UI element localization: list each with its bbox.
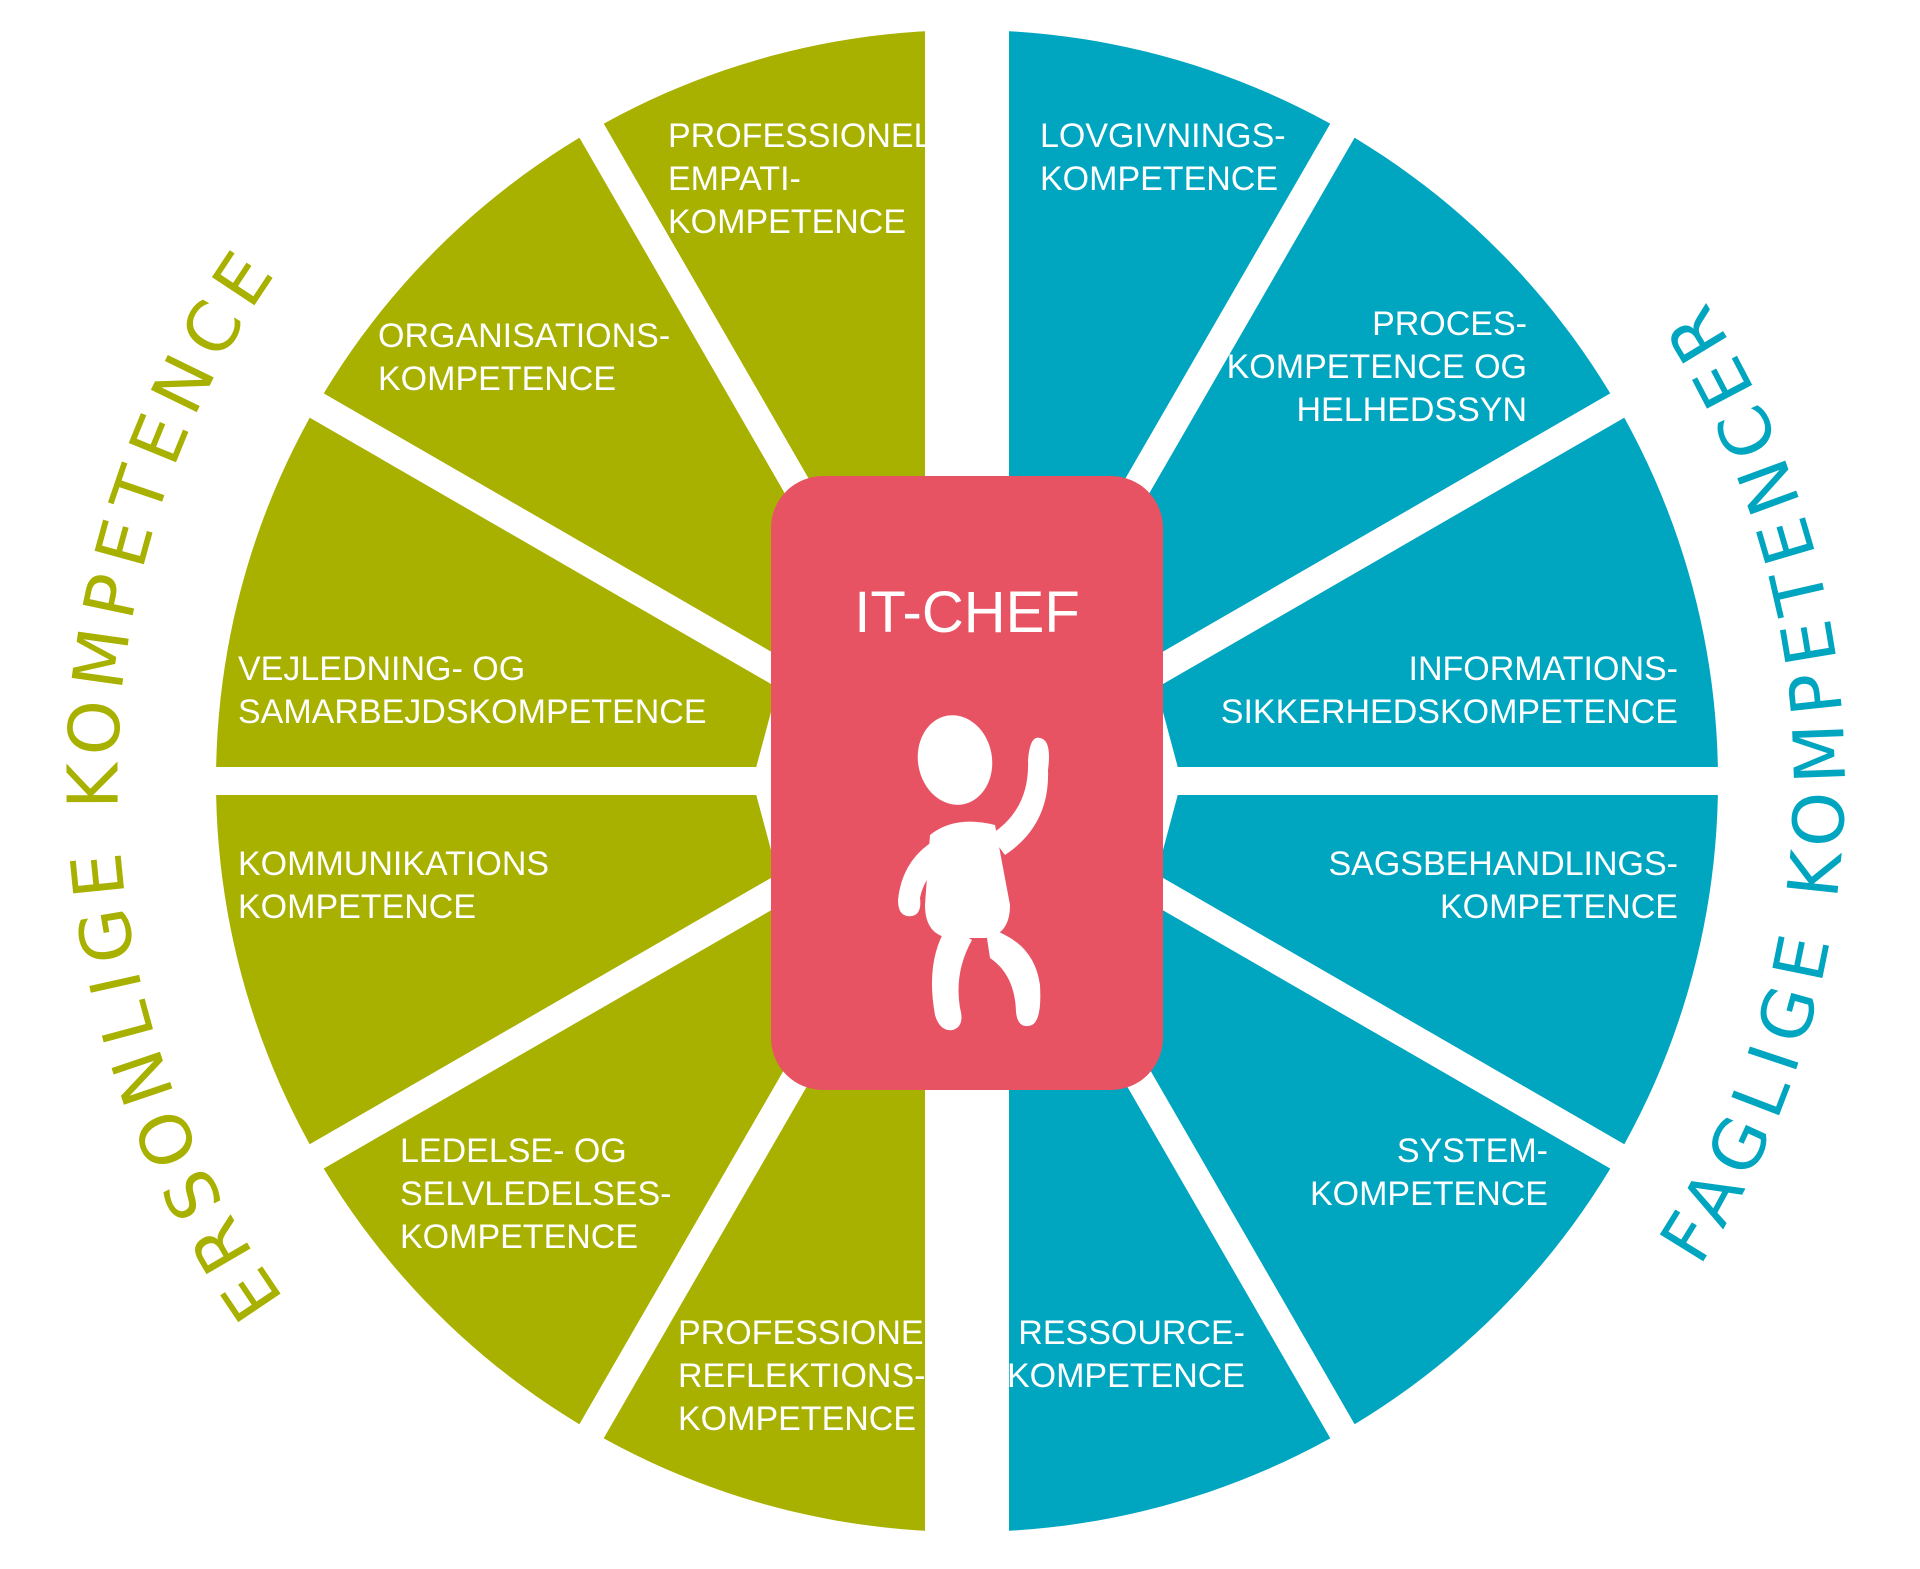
personal-segment-label-line: KOMPETENCE [678, 1400, 916, 1438]
personal-segment-label: LEDELSE- OG SELVLEDELSES- KOMPETENCE [400, 1132, 672, 1256]
personal-segment-label-line: SELVLEDELSES- [400, 1175, 672, 1213]
personal-segment-label-line: KOMMUNIKATIONS [238, 845, 549, 883]
personal-segment-label: PROFESSIONEL EMPATI- KOMPETENCE [668, 117, 933, 241]
personal-segment [285, 863, 885, 1463]
technical-segment-label-line: KOMPETENCE [1310, 1175, 1548, 1213]
personal-segment-label-line: SAMARBEJDSKOMPETENCE [238, 693, 707, 731]
personal-segment-label-line: REFLEKTIONS- [678, 1357, 925, 1395]
center-title: IT-CHEF [854, 580, 1080, 645]
personal-segment-label-line: VEJLEDNING- OG [238, 650, 525, 688]
personal-segment-label-line: KOMPETENCE [668, 203, 906, 241]
technical-segment-label-line: SIKKERHEDSKOMPETENCE [1221, 693, 1678, 731]
technical-segment-label-line: LOVGIVNINGS- [1040, 117, 1286, 155]
technical-segments [953, 1, 1747, 1561]
personal-segment-label-line: KOMPETENCE [238, 888, 476, 926]
technical-segment-label-line: SAGSBEHANDLINGS- [1328, 845, 1678, 883]
technical-segment-label-line: KOMPETENCE [1040, 160, 1278, 198]
personal-segment [187, 767, 811, 1183]
technical-segment-label: SAGSBEHANDLINGS- KOMPETENCE [1328, 845, 1678, 926]
personal-segment-label-line: KOMPETENCE [400, 1218, 638, 1256]
center-card: IT-CHEF [771, 476, 1163, 1090]
technical-segment-label-line: RESSOURCE- [1018, 1314, 1245, 1352]
personal-segment-label: VEJLEDNING- OG SAMARBEJDSKOMPETENCE [238, 650, 707, 731]
technical-segment-label-line: INFORMATIONS- [1409, 650, 1678, 688]
technical-segment-label: INFORMATIONS- SIKKERHEDSKOMPETENCE [1221, 650, 1678, 731]
technical-segment-label-line: KOMPETENCE [1007, 1357, 1245, 1395]
technical-segment-label-line: HELHEDSSYN [1296, 391, 1527, 429]
technical-segment-label-line: SYSTEM- [1397, 1132, 1548, 1170]
technical-segment [953, 1, 1369, 625]
technical-segment-label: SYSTEM- KOMPETENCE [1310, 1132, 1548, 1213]
personal-segment [565, 937, 981, 1561]
technical-segment-labels: LOVGIVNINGS- KOMPETENCE PROCES- KOMPETENCE … [1007, 117, 1678, 1395]
technical-segment [1049, 863, 1649, 1463]
personal-segment [187, 379, 811, 795]
technical-segment [1123, 767, 1747, 1183]
personal-segments [187, 1, 981, 1561]
technical-segment-label: RESSOURCE- KOMPETENCE [1007, 1314, 1245, 1395]
personal-segment-label: PROFESSIONEL REFLEKTIONS- KOMPETENCE [678, 1314, 943, 1438]
personal-segment-label: KOMMUNIKATIONS KOMPETENCE [238, 845, 549, 926]
personal-segment-label-line: PROFESSIONEL [668, 117, 933, 155]
person-waving-icon [898, 715, 1049, 1031]
personal-segment-label-line: ORGANISATIONS- [378, 317, 670, 355]
technical-segment-label: LOVGIVNINGS- KOMPETENCE [1040, 117, 1286, 198]
personal-segment-label-line: PROFESSIONEL [678, 1314, 943, 1352]
technical-segment [1049, 99, 1649, 699]
technical-segment-label-line: KOMPETENCE OG [1227, 348, 1527, 386]
technical-segment-label-line: KOMPETENCE [1440, 888, 1678, 926]
technical-segment [1123, 379, 1747, 795]
personal-segment-label-line: KOMPETENCE [378, 360, 616, 398]
technical-segment-label: PROCES- KOMPETENCE OG HELHEDSSYN [1227, 305, 1527, 429]
personal-segment-label: ORGANISATIONS- KOMPETENCE [378, 317, 670, 398]
personal-segment-label-line: EMPATI- [668, 160, 801, 198]
personal-segment-label-line: LEDELSE- OG [400, 1132, 627, 1170]
technical-segment-label-line: PROCES- [1372, 305, 1527, 343]
personal-segment [285, 99, 885, 699]
